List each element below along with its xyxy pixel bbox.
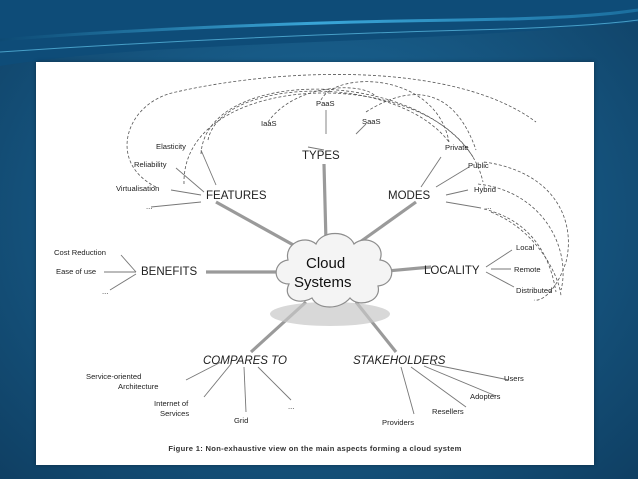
- stakeholders-item-users: Users: [504, 374, 524, 383]
- compares-item-soa-line1: Service-oriented: [86, 372, 141, 381]
- cloud-shape: [270, 232, 393, 326]
- types-item-saas: SaaS: [362, 117, 381, 126]
- category-types: TYPES: [302, 150, 340, 162]
- leaf-connectors: [104, 110, 515, 415]
- category-benefits: BENEFITS: [141, 266, 198, 278]
- header-swoosh: [0, 0, 638, 66]
- category-modes: MODES: [388, 190, 431, 202]
- category-features: FEATURES: [206, 190, 267, 202]
- benefits-item-ease-of-use: Ease of use: [56, 267, 96, 276]
- benefits-item-cost-reduction: Cost Reduction: [54, 248, 106, 257]
- modes-item-public: Public: [468, 161, 489, 170]
- compares-item-ios-line1: Internet of: [154, 399, 189, 408]
- types-item-iaas: IaaS: [261, 119, 277, 128]
- center-title-line2: Systems: [294, 274, 352, 291]
- stakeholders-item-resellers: Resellers: [432, 407, 464, 416]
- compares-item-ios-line2: Services: [160, 409, 189, 418]
- category-locality: LOCALITY: [424, 265, 480, 277]
- compares-item-soa-line2: Architecture: [118, 382, 159, 391]
- features-item-virtualisation: Virtualisation: [116, 184, 159, 193]
- category-stakeholders: STAKEHOLDERS: [353, 355, 446, 367]
- features-item-reliability: Reliability: [134, 160, 167, 169]
- modes-item-more: ...: [485, 202, 491, 211]
- features-item-more: ...: [146, 202, 152, 211]
- mind-map-figure: Cloud Systems TYPES FEATURES MODES BENEF…: [36, 62, 594, 465]
- benefits-item-more: ...: [102, 287, 108, 296]
- cloud-systems-diagram: Cloud Systems TYPES FEATURES MODES BENEF…: [54, 74, 569, 453]
- locality-item-distributed: Distributed: [516, 286, 552, 295]
- locality-item-local: Local: [516, 243, 534, 252]
- category-compares-to: COMPARES TO: [203, 355, 287, 367]
- modes-item-hybrid: Hybrid: [474, 185, 496, 194]
- locality-item-remote: Remote: [514, 265, 541, 274]
- figure-caption: Figure 1: Non-exhaustive view on the mai…: [168, 444, 461, 453]
- center-title-line1: Cloud: [306, 255, 345, 272]
- modes-item-private: Private: [445, 143, 469, 152]
- features-item-elasticity: Elasticity: [156, 142, 186, 151]
- compares-item-grid: Grid: [234, 416, 248, 425]
- stakeholders-item-providers: Providers: [382, 418, 414, 427]
- types-item-paas: PaaS: [316, 99, 335, 108]
- stakeholders-item-adopters: Adopters: [470, 392, 501, 401]
- dashed-cross-links: [126, 74, 569, 301]
- compares-item-more: ...: [288, 402, 294, 411]
